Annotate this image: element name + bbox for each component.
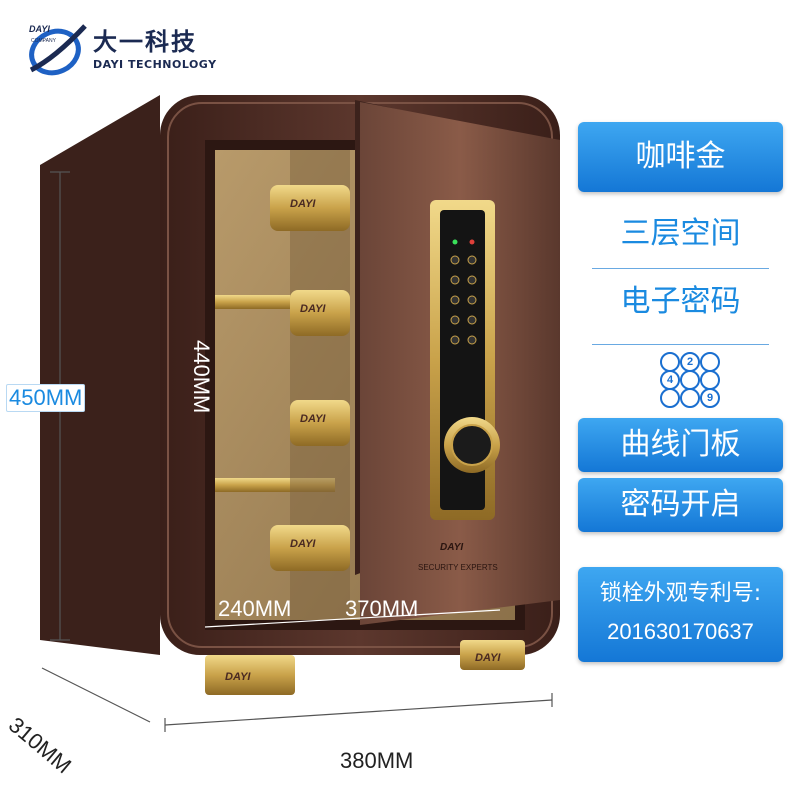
open-feature: 密码开启 bbox=[578, 478, 783, 532]
inner-width-label: 370MM bbox=[345, 596, 419, 621]
brand-mark-icon: DAYI COMPANY bbox=[29, 24, 87, 76]
svg-text:DAYI: DAYI bbox=[225, 671, 251, 683]
svg-text:DAYI: DAYI bbox=[300, 303, 326, 315]
layers-feature: 三层空间 bbox=[620, 216, 741, 251]
svg-text:COMPANY: COMPANY bbox=[31, 38, 57, 44]
inner-depth-label: 240MM bbox=[218, 596, 292, 621]
height-label: 450MM bbox=[6, 384, 86, 412]
patent-box: 锁栓外观专利号: 201630170637 bbox=[578, 567, 783, 662]
foot-right bbox=[460, 640, 525, 670]
safe-side-panel bbox=[40, 95, 160, 655]
color-feature: 咖啡金 bbox=[578, 122, 783, 192]
inner-height-label: 440MM bbox=[189, 340, 214, 414]
svg-text:DAYI: DAYI bbox=[290, 198, 316, 210]
bolt-group bbox=[270, 185, 350, 571]
svg-text:DAYI: DAYI bbox=[300, 413, 326, 425]
lock-feature: 电子密码 bbox=[620, 284, 741, 319]
patent-title: 锁栓外观专利号: bbox=[599, 581, 762, 606]
divider bbox=[592, 268, 769, 269]
brand-name-en: DAYI TECHNOLOGY bbox=[93, 58, 217, 71]
svg-text:DAYI: DAYI bbox=[29, 24, 50, 34]
foot-left bbox=[205, 655, 295, 695]
svg-text:DAYI: DAYI bbox=[475, 652, 501, 664]
width-label: 380MM bbox=[340, 748, 414, 773]
door-tagline: SECURITY EXPERTS bbox=[418, 563, 498, 572]
keypad-icon: 2 4 9 bbox=[660, 352, 724, 408]
feature-panel: 咖啡金 三层空间 电子密码 2 4 9 曲线门板 密码开启 bbox=[578, 122, 783, 562]
brand-logo: DAYI COMPANY 大一科技 DAYI TECHNOLOGY bbox=[25, 18, 217, 78]
svg-text:DAYI: DAYI bbox=[290, 538, 316, 550]
door-feature: 曲线门板 bbox=[578, 418, 783, 472]
patent-number: 201630170637 bbox=[607, 619, 754, 644]
door-brand: DAYI bbox=[440, 542, 463, 553]
brand-name-cn: 大一科技 bbox=[93, 28, 197, 56]
divider bbox=[592, 344, 769, 345]
